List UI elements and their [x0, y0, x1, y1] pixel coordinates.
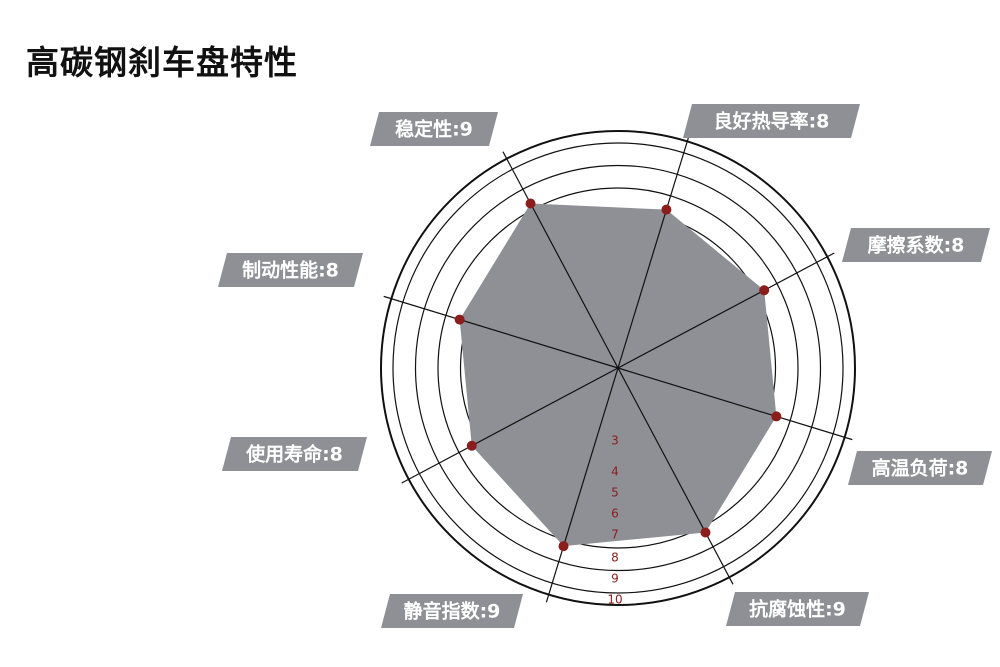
category-label: 高温负荷:8 [848, 451, 992, 485]
category-label: 稳定性:9 [370, 112, 498, 146]
axis-spoke [617, 252, 835, 369]
category-label-text: 抗腐蚀性:9 [749, 598, 846, 621]
data-point [759, 285, 770, 296]
axis-spoke [383, 295, 619, 369]
category-label: 制动性能:8 [218, 253, 363, 287]
axis-spoke [502, 151, 619, 369]
tick-label: 8 [611, 551, 619, 565]
category-label-bg [222, 437, 367, 471]
data-point [525, 198, 536, 209]
category-label: 抗腐蚀性:9 [726, 592, 869, 626]
category-label-text: 良好热导率:8 [714, 110, 830, 133]
category-label: 摩擦系数:8 [842, 228, 990, 262]
axis-spokes [383, 133, 853, 603]
category-label-bg [683, 104, 860, 138]
data-points [454, 198, 782, 552]
category-label: 静音指数:9 [381, 594, 523, 628]
data-point [466, 440, 477, 451]
category-label-bg [370, 112, 498, 146]
outer-ring [380, 130, 856, 606]
axis-spoke [617, 367, 853, 441]
data-point [771, 411, 782, 422]
category-label: 良好热导率:8 [683, 104, 860, 138]
data-area-polygon [459, 203, 777, 547]
tick-label: 6 [611, 507, 619, 521]
tick-label: 3 [611, 434, 619, 448]
tick-label: 9 [611, 572, 619, 586]
tick-labels: 3 4 5 6 7 8 9 10 [607, 434, 622, 607]
tick-label: 5 [611, 486, 619, 500]
category-label-text: 使用寿命:8 [245, 443, 343, 466]
data-point [454, 314, 465, 325]
category-label-text: 制动性能:8 [242, 259, 339, 282]
grid-ring [437, 187, 799, 549]
category-label-bg [218, 253, 363, 287]
axis-spoke [401, 367, 619, 484]
axis-spoke [617, 133, 691, 369]
tick-label: 7 [611, 528, 619, 542]
category-label-bg [848, 451, 992, 485]
category-label-text: 摩擦系数:8 [868, 234, 965, 257]
category-label-text: 静音指数:9 [404, 600, 501, 623]
axis-spoke [545, 367, 619, 603]
data-point [700, 527, 711, 538]
axis-spoke [617, 367, 734, 585]
data-area [459, 203, 777, 547]
category-label-bg [726, 592, 869, 626]
category-labels: 良好热导率:8 摩擦系数:8 高温负荷:8 抗腐蚀性:9 静音指数:9 使用寿命:8 制动性… [218, 104, 992, 628]
tick-label: 10 [607, 593, 622, 607]
page-title: 高碳钢刹车盘特性 [26, 43, 298, 82]
data-point [661, 204, 672, 215]
tick-label: 4 [611, 465, 619, 479]
category-label: 使用寿命:8 [222, 437, 367, 471]
category-label-text: 高温负荷:8 [872, 457, 969, 480]
data-point [558, 541, 569, 552]
category-label-bg [381, 594, 523, 628]
category-label-bg [842, 228, 990, 262]
grid-ring [414, 164, 822, 572]
grid-ring [392, 142, 844, 594]
category-label-text: 稳定性:9 [395, 118, 473, 141]
